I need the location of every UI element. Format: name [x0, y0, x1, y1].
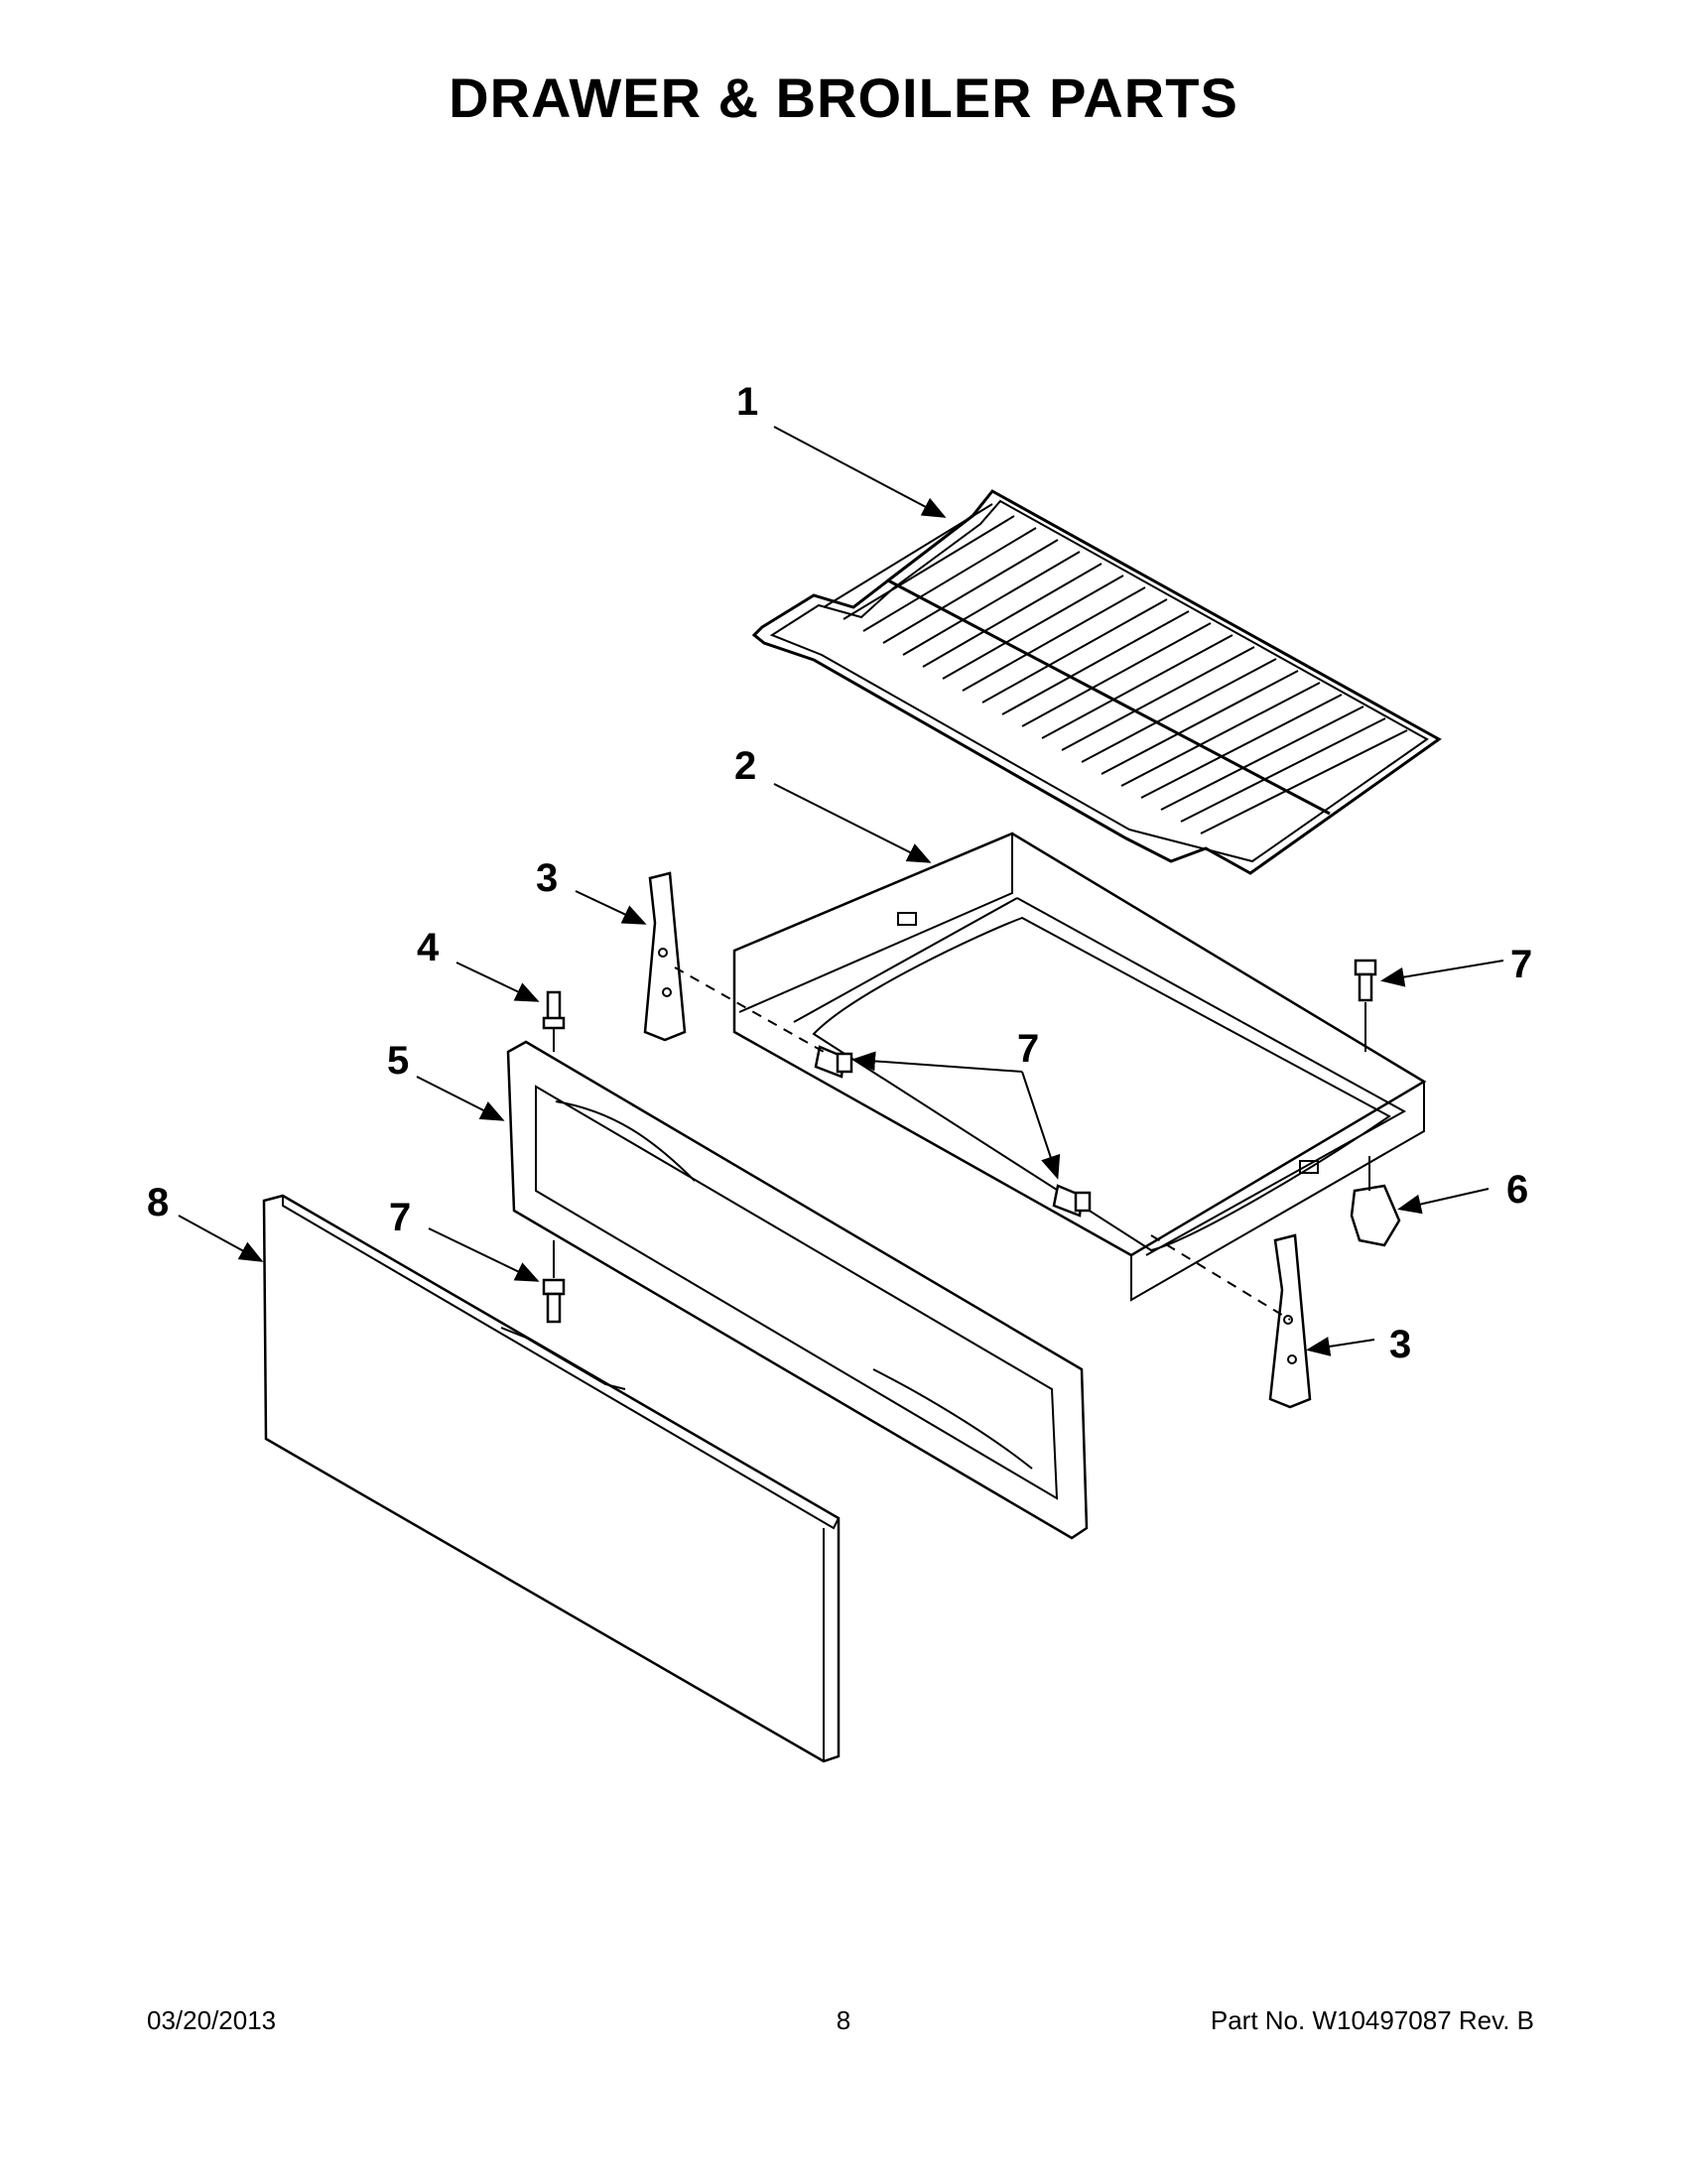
bracket — [1350, 1156, 1401, 1247]
front-panel — [506, 1040, 1089, 1540]
callout-1: 1 — [736, 380, 758, 424]
screw-right-top — [1354, 959, 1377, 1052]
callout-7-front: 7 — [389, 1196, 411, 1239]
screw-center — [814, 1045, 853, 1079]
footer-date: 03/20/2013 — [147, 2005, 277, 2035]
callout-7-right: 7 — [1510, 943, 1532, 986]
callout-5: 5 — [387, 1039, 409, 1083]
rail-right — [1268, 1233, 1312, 1409]
screw-drawer — [1052, 1184, 1092, 1218]
footer-part-number: Part No. W10497087 Rev. B — [1210, 2005, 1534, 2035]
callout-8: 8 — [147, 1181, 169, 1224]
outer-panel — [262, 1194, 841, 1763]
callout-6: 6 — [1506, 1168, 1528, 1212]
screw-front — [542, 1240, 566, 1324]
leader-lines — [178, 426, 1504, 1356]
clip — [542, 990, 566, 1052]
drawer-body — [732, 832, 1427, 1302]
callout-3-right: 3 — [1389, 1323, 1411, 1366]
callout-2: 2 — [734, 744, 756, 788]
broiler-rack — [751, 489, 1442, 875]
callout-7-center: 7 — [1017, 1027, 1039, 1071]
callout-3-left: 3 — [536, 856, 558, 900]
rail-left — [643, 871, 687, 1042]
callout-4: 4 — [417, 926, 440, 969]
page-title: DRAWER & BROILER PARTS — [449, 66, 1238, 129]
footer-page-number: 8 — [836, 2005, 851, 2035]
